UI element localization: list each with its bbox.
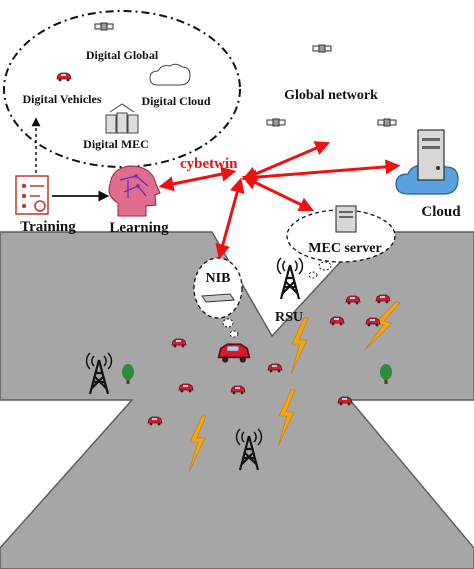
- label-rsu: RSU: [275, 310, 303, 325]
- antenna-tower-icon: [276, 256, 304, 301]
- label-cloud: Cloud: [421, 204, 461, 220]
- label-digital-mec: Digital MEC: [83, 137, 149, 151]
- satellite-icon: [266, 118, 286, 127]
- label-training: Training: [20, 219, 76, 235]
- server-rack-icon: [105, 103, 139, 134]
- nib-device-icon: [201, 293, 235, 303]
- road-x: [0, 231, 474, 569]
- label-cybetwin: cybetwin: [180, 156, 238, 172]
- label-digital-vehicles: Digital Vehicles: [22, 92, 101, 106]
- digital-twin-ellipse: [3, 10, 241, 168]
- cloud-outline-icon: [149, 63, 191, 86]
- satellite-icon: [312, 44, 332, 53]
- label-digital-global: Digital Global: [86, 48, 159, 62]
- mec-server-bubble: [286, 209, 396, 279]
- nib-bubble: [193, 257, 243, 338]
- training-icon: [15, 175, 49, 215]
- satellite-icon: [94, 22, 114, 31]
- label-global-network: Global network: [284, 88, 378, 103]
- brain-head-icon: [108, 165, 161, 217]
- label-digital-cloud: Digital Cloud: [141, 94, 210, 108]
- label-nib: NIB: [206, 271, 231, 286]
- cloud-server-icon: [395, 129, 459, 195]
- label-mec-server: MEC server: [308, 241, 381, 256]
- vehicle-icon: [56, 72, 72, 82]
- label-learning: Learning: [109, 220, 169, 236]
- cybetwin-arrows: [158, 141, 401, 260]
- satellite-icon: [377, 118, 397, 127]
- mec-server-icon: [335, 205, 357, 233]
